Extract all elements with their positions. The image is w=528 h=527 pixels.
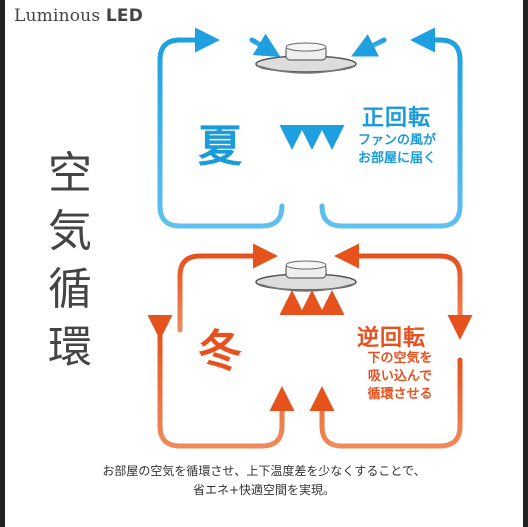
winter-desc-line: 吸い込んで <box>367 369 433 384</box>
brand-logo: Luminous LED <box>14 6 143 26</box>
summer-label: 夏 <box>198 121 242 172</box>
winter-rotation-title: 逆回転 <box>357 326 427 351</box>
title-char: 循 <box>48 264 92 315</box>
summer-top-right-flow <box>351 34 387 57</box>
summer-desc-line: お部屋に届く <box>357 151 436 166</box>
left-border <box>0 0 5 527</box>
winter-airflow <box>147 243 473 449</box>
summer-airflow <box>157 27 463 229</box>
winter-right-lower <box>309 357 463 449</box>
winter-ceiling-fan <box>255 260 357 292</box>
winter-rotation-desc: 下の空気を 吸い込んで 循環させる <box>350 350 450 404</box>
summer-rotation-title: 正回転 <box>362 106 432 131</box>
vertical-title: 空 気 循 環 <box>40 145 100 377</box>
summer-ceiling-fan <box>255 42 357 74</box>
caption-line-1: お部屋の空気を循環させ、上下温度差を少なくすることで、 <box>102 464 426 478</box>
summer-right-loop <box>319 27 463 229</box>
summer-left-loop <box>157 27 285 229</box>
title-char: 空 <box>48 148 92 199</box>
winter-left-loop <box>177 243 278 333</box>
winter-left-lower <box>157 327 295 449</box>
summer-rotation-desc: ファンの風が お部屋に届く <box>352 132 442 168</box>
caption-line-2: 省エネ+快適空間を実現。 <box>192 483 336 497</box>
summer-top-left-flow <box>249 33 281 58</box>
summer-desc-line: ファンの風が <box>357 133 436 148</box>
title-char: 環 <box>48 322 92 373</box>
title-char: 気 <box>48 206 92 257</box>
right-border <box>523 0 528 527</box>
winter-desc-line: 下の空気を <box>367 351 433 366</box>
brand-name: Luminous <box>14 6 101 26</box>
winter-desc-line: 循環させる <box>367 387 433 402</box>
winter-right-loop <box>334 243 473 340</box>
brand-suffix: LED <box>105 6 144 26</box>
caption: お部屋の空気を循環させ、上下温度差を少なくすることで、 省エネ+快適空間を実現。 <box>0 462 528 500</box>
winter-label: 冬 <box>198 326 242 377</box>
